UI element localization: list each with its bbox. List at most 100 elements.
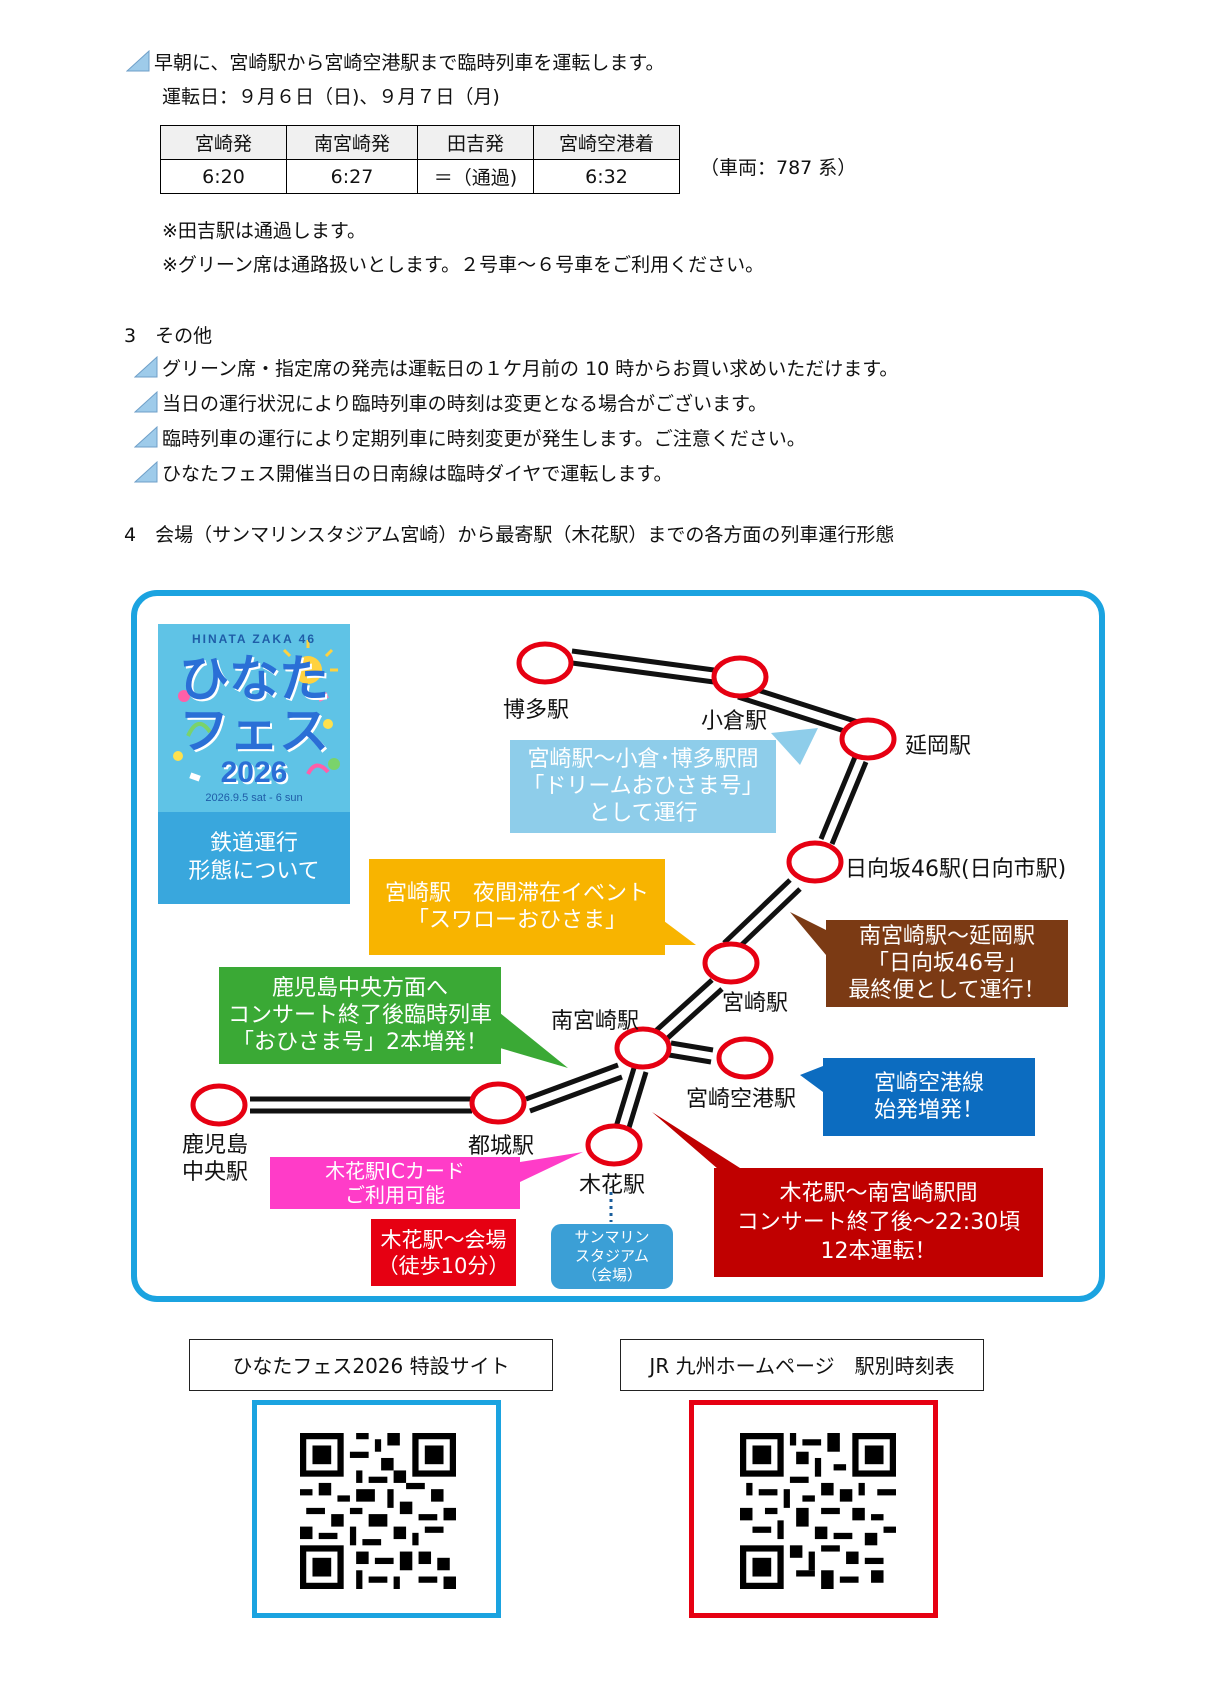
callout-hyugazaka-train: 南宮崎駅～延岡駅 「日向坂46号」 最終便として運行！ bbox=[826, 920, 1068, 1007]
rail-lines bbox=[250, 648, 869, 1132]
date-line: 運転日：９月６日（日)、９月７日（月) bbox=[162, 86, 500, 108]
callout-dream-ohisama: 宮崎駅～小倉･博多駅間 「ドリームおひさま号」 として運行 bbox=[510, 740, 776, 833]
section3-item-text: 当日の運行状況により臨時列車の時刻は変更となる場合がございます。 bbox=[162, 393, 768, 415]
callout-pointer bbox=[664, 921, 696, 945]
timetable-cell: 6:20 bbox=[160, 159, 287, 194]
callout-line: （会場） bbox=[581, 1266, 642, 1284]
logo-caption: 鉄道運行 形態について bbox=[158, 812, 350, 904]
callout-line: コンサート終了後臨時列車 bbox=[227, 1003, 492, 1028]
station-label-airport: 宮崎空港駅 bbox=[686, 1087, 797, 1112]
callout-line: として運行 bbox=[588, 801, 698, 826]
callout-line: コンサート終了後～22:30頃 bbox=[736, 1210, 1021, 1235]
qr-code-icon bbox=[300, 1433, 456, 1589]
logo-caption-line: 鉄道運行 bbox=[209, 831, 298, 856]
station-label-minamimiyazaki: 南宮崎駅 bbox=[551, 1009, 640, 1034]
station-label-hakata: 博多駅 bbox=[503, 698, 570, 723]
timetable-header: 宮崎空港着 bbox=[533, 125, 680, 160]
section3-item: グリーン席・指定席の発売は運転日の１ケ月前の 10 時からお買い求めいただけます… bbox=[134, 356, 898, 381]
timetable: 宮崎発 南宮崎発 田吉発 宮崎空港着 6:20 6:27 ＝（通過) 6:32 bbox=[160, 125, 680, 194]
station-label-miyakonojo: 都城駅 bbox=[468, 1134, 535, 1159]
callout-walk-time: 木花駅～会場 （徒歩10分） bbox=[371, 1219, 516, 1286]
station-label-kagoshima: 鹿児島 中央駅 bbox=[182, 1132, 248, 1186]
logo-year: 2026 bbox=[220, 756, 288, 789]
callout-line: 「ドリームおひさま号」 bbox=[522, 774, 764, 799]
vehicle-note: （車両：787 系） bbox=[700, 157, 857, 179]
callout-swallow-ohisama: 宮崎駅 夜間滞在イベント 「スワローおひさま」 bbox=[369, 859, 665, 955]
section3-heading: 3 その他 bbox=[124, 325, 213, 347]
logo-artwork: HINATA ZAKA 46 ひなた フェス 2026 2026.9.5 sat… bbox=[158, 624, 350, 812]
logo-dates: 2026.9.5 sat - 6 sun bbox=[205, 792, 303, 804]
callout-line: 南宮崎駅～延岡駅 bbox=[858, 924, 1035, 949]
callout-pointer bbox=[800, 1066, 823, 1092]
callout-ic-card: 木花駅ICカード ご利用可能 bbox=[270, 1157, 520, 1209]
station-hakata-marker bbox=[516, 641, 574, 685]
callout-line: 木花駅ICカード bbox=[325, 1159, 465, 1183]
callout-kagoshima-extra: 鹿児島中央方面へ コンサート終了後臨時列車 「おひさま号」2本増発！ bbox=[219, 967, 501, 1064]
qr-right-frame[interactable] bbox=[689, 1400, 938, 1618]
intro-line: 早朝に、宮崎駅から宮崎空港駅まで臨時列車を運転します。 bbox=[126, 50, 665, 75]
qr-left-frame[interactable] bbox=[252, 1400, 501, 1618]
callout-stadium: サンマリン スタジアム （会場） bbox=[551, 1224, 673, 1289]
callout-airport-line: 宮崎空港線 始発増発！ bbox=[823, 1058, 1035, 1136]
qr-code-icon bbox=[740, 1433, 896, 1589]
station-kagoshima-marker bbox=[190, 1083, 248, 1127]
timetable-cell: 6:32 bbox=[533, 159, 680, 194]
note-green-seat: ※グリーン席は通路扱いとします。２号車～６号車をご利用ください。 bbox=[162, 254, 765, 276]
timetable-cell: ＝（通過) bbox=[417, 159, 534, 194]
station-label-kibana: 木花駅 bbox=[579, 1173, 646, 1198]
section3-item-text: 臨時列車の運行により定期列車に時刻変更が発生します。ご注意ください。 bbox=[162, 428, 806, 450]
callout-pointer bbox=[790, 912, 826, 955]
logo-group-name: HINATA ZAKA 46 bbox=[192, 632, 316, 646]
logo-caption-line: 形態について bbox=[188, 859, 320, 884]
station-label-kagoshima-line: 中央駅 bbox=[182, 1160, 249, 1185]
callout-line: スタジアム bbox=[575, 1247, 649, 1265]
logo-decoration-icon bbox=[173, 640, 340, 782]
callout-pointer bbox=[500, 1013, 568, 1068]
station-airport-marker bbox=[716, 1036, 774, 1080]
station-kokura-marker bbox=[711, 655, 769, 699]
station-miyakonojo-marker bbox=[469, 1081, 527, 1125]
timetable-cell: 6:27 bbox=[286, 159, 418, 194]
timetable-header: 南宮崎発 bbox=[286, 125, 418, 160]
logo-title-line1: ひなた bbox=[179, 650, 329, 708]
section4-heading: 4 会場（サンマリンスタジアム宮崎）から最寄駅（木花駅）までの各方面の列車運行形… bbox=[124, 524, 895, 546]
bullet-triangle-icon bbox=[126, 50, 150, 72]
section3-item-text: グリーン席・指定席の発売は運転日の１ケ月前の 10 時からお買い求めいただけます… bbox=[162, 358, 899, 380]
timetable-header: 田吉発 bbox=[417, 125, 534, 160]
section3-item: 当日の運行状況により臨時列車の時刻は変更となる場合がございます。 bbox=[134, 391, 767, 416]
qr-left-title: ひなたフェス2026 特設サイト bbox=[189, 1339, 553, 1391]
station-label-kagoshima-line: 鹿児島 bbox=[182, 1133, 249, 1158]
timetable-header: 宮崎発 bbox=[160, 125, 287, 160]
callout-line: ご利用可能 bbox=[345, 1183, 445, 1207]
callout-line: 鹿児島中央方面へ bbox=[271, 976, 448, 1001]
station-nobeoka-marker bbox=[839, 717, 897, 761]
hinata-fes-logo: HINATA ZAKA 46 ひなた フェス 2026 2026.9.5 sat… bbox=[158, 624, 350, 904]
callout-line: 宮崎駅～小倉･博多駅間 bbox=[527, 747, 759, 772]
qr-right-title: JR 九州ホームページ 駅別時刻表 bbox=[620, 1339, 984, 1391]
bullet-triangle-icon bbox=[134, 356, 158, 378]
station-label-hyuga: 日向坂46駅(日向市駅) bbox=[845, 857, 1067, 882]
callout-line: サンマリン bbox=[574, 1228, 650, 1246]
callout-line: 宮崎空港線 bbox=[873, 1071, 984, 1096]
logo-title-line2: フェス bbox=[179, 702, 329, 760]
bullet-triangle-icon bbox=[134, 391, 158, 413]
station-miyazaki-marker bbox=[702, 941, 760, 985]
callout-line: 「日向坂46号」 bbox=[867, 951, 1027, 976]
section3-item-text: ひなたフェス開催当日の日南線は臨時ダイヤで運転します。 bbox=[162, 463, 673, 485]
callout-line: （徒歩10分） bbox=[377, 1253, 510, 1278]
station-hyuga-marker bbox=[786, 840, 844, 884]
callout-pointer bbox=[520, 1152, 583, 1182]
callout-line: 木花駅～会場 bbox=[380, 1227, 507, 1252]
intro-text: 早朝に、宮崎駅から宮崎空港駅まで臨時列車を運転します。 bbox=[154, 52, 665, 74]
station-markers bbox=[190, 641, 897, 1167]
callout-line: 宮崎駅 夜間滞在イベント bbox=[384, 881, 649, 906]
callout-kibana-trains: 木花駅～南宮崎駅間 コンサート終了後～22:30頃 12本運転！ bbox=[714, 1168, 1043, 1277]
bullet-triangle-icon bbox=[134, 461, 158, 483]
section3-item: ひなたフェス開催当日の日南線は臨時ダイヤで運転します。 bbox=[134, 461, 673, 486]
callout-pointer bbox=[771, 728, 818, 765]
callout-line: 木花駅～南宮崎駅間 bbox=[779, 1181, 978, 1206]
station-kibana-marker bbox=[585, 1123, 643, 1167]
callout-line: 「おひさま号」2本増発！ bbox=[232, 1030, 488, 1055]
callout-line: 12本運転！ bbox=[820, 1239, 937, 1264]
